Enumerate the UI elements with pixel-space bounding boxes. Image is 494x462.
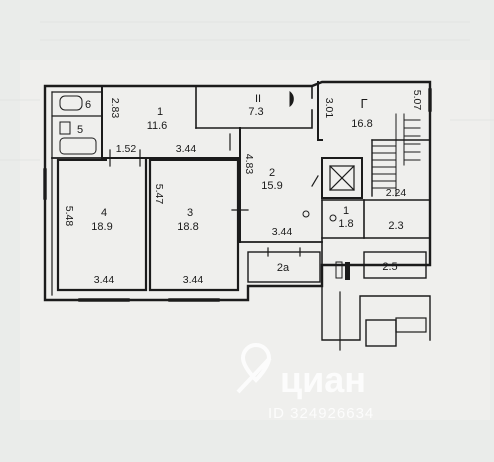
dim-2-24: 2.24 xyxy=(386,187,407,199)
dim-5-47: 5.47 xyxy=(153,184,165,205)
dim-3-44-top: 3.44 xyxy=(176,143,197,155)
room-G-number: Г xyxy=(360,96,367,111)
dim-1-52: 1.52 xyxy=(116,143,137,155)
room-labels: 6 5 1 11.6 II 7.3 Г 16.8 2 15.9 4 18.9 3… xyxy=(77,93,404,274)
dim-3-44-room3: 3.44 xyxy=(183,274,204,286)
dim-4-83: 4.83 xyxy=(243,154,255,175)
dimension-labels: 2.83 3.01 5.07 1.52 3.44 4.83 5.47 5.48 … xyxy=(63,90,423,286)
room-2a-number: 2а xyxy=(277,262,290,274)
room-25-area: 2.5 xyxy=(382,261,397,273)
room-3-number: 3 xyxy=(187,207,193,219)
room-II-area: 7.3 xyxy=(248,106,263,118)
room-3-area: 18.8 xyxy=(177,221,198,233)
room-4-number: 4 xyxy=(101,207,107,219)
dim-5-48: 5.48 xyxy=(63,206,75,227)
room-1-number: 1 xyxy=(157,106,163,118)
room-2-number: 2 xyxy=(269,167,275,179)
dim-3-01: 3.01 xyxy=(323,98,335,119)
scan-lines xyxy=(0,21,494,161)
room-6-number: 6 xyxy=(85,99,91,111)
dim-3-44-room4: 3.44 xyxy=(94,274,115,286)
dim-2-83: 2.83 xyxy=(109,98,121,119)
room-4-area: 18.9 xyxy=(91,221,112,233)
room-1-area: 11.6 xyxy=(147,120,168,132)
room-23-area: 2.3 xyxy=(388,220,403,232)
dim-5-07: 5.07 xyxy=(411,90,423,111)
room-2-area: 15.9 xyxy=(261,180,282,192)
watermark-brand: циан xyxy=(280,359,366,400)
room-1b-number: 1 xyxy=(343,205,349,217)
dim-3-44-room2: 3.44 xyxy=(272,226,293,238)
room-1b-area: 1.8 xyxy=(338,218,353,230)
watermark-id: ID 324926634 xyxy=(268,405,374,422)
room-II-number: II xyxy=(255,93,261,105)
room-5-number: 5 xyxy=(77,124,83,136)
fixtures xyxy=(289,90,343,279)
walls xyxy=(43,80,432,351)
watermark: циан ID 324926634 xyxy=(236,342,374,422)
location-pin-icon xyxy=(236,342,272,394)
room-G-area: 16.8 xyxy=(351,118,372,130)
